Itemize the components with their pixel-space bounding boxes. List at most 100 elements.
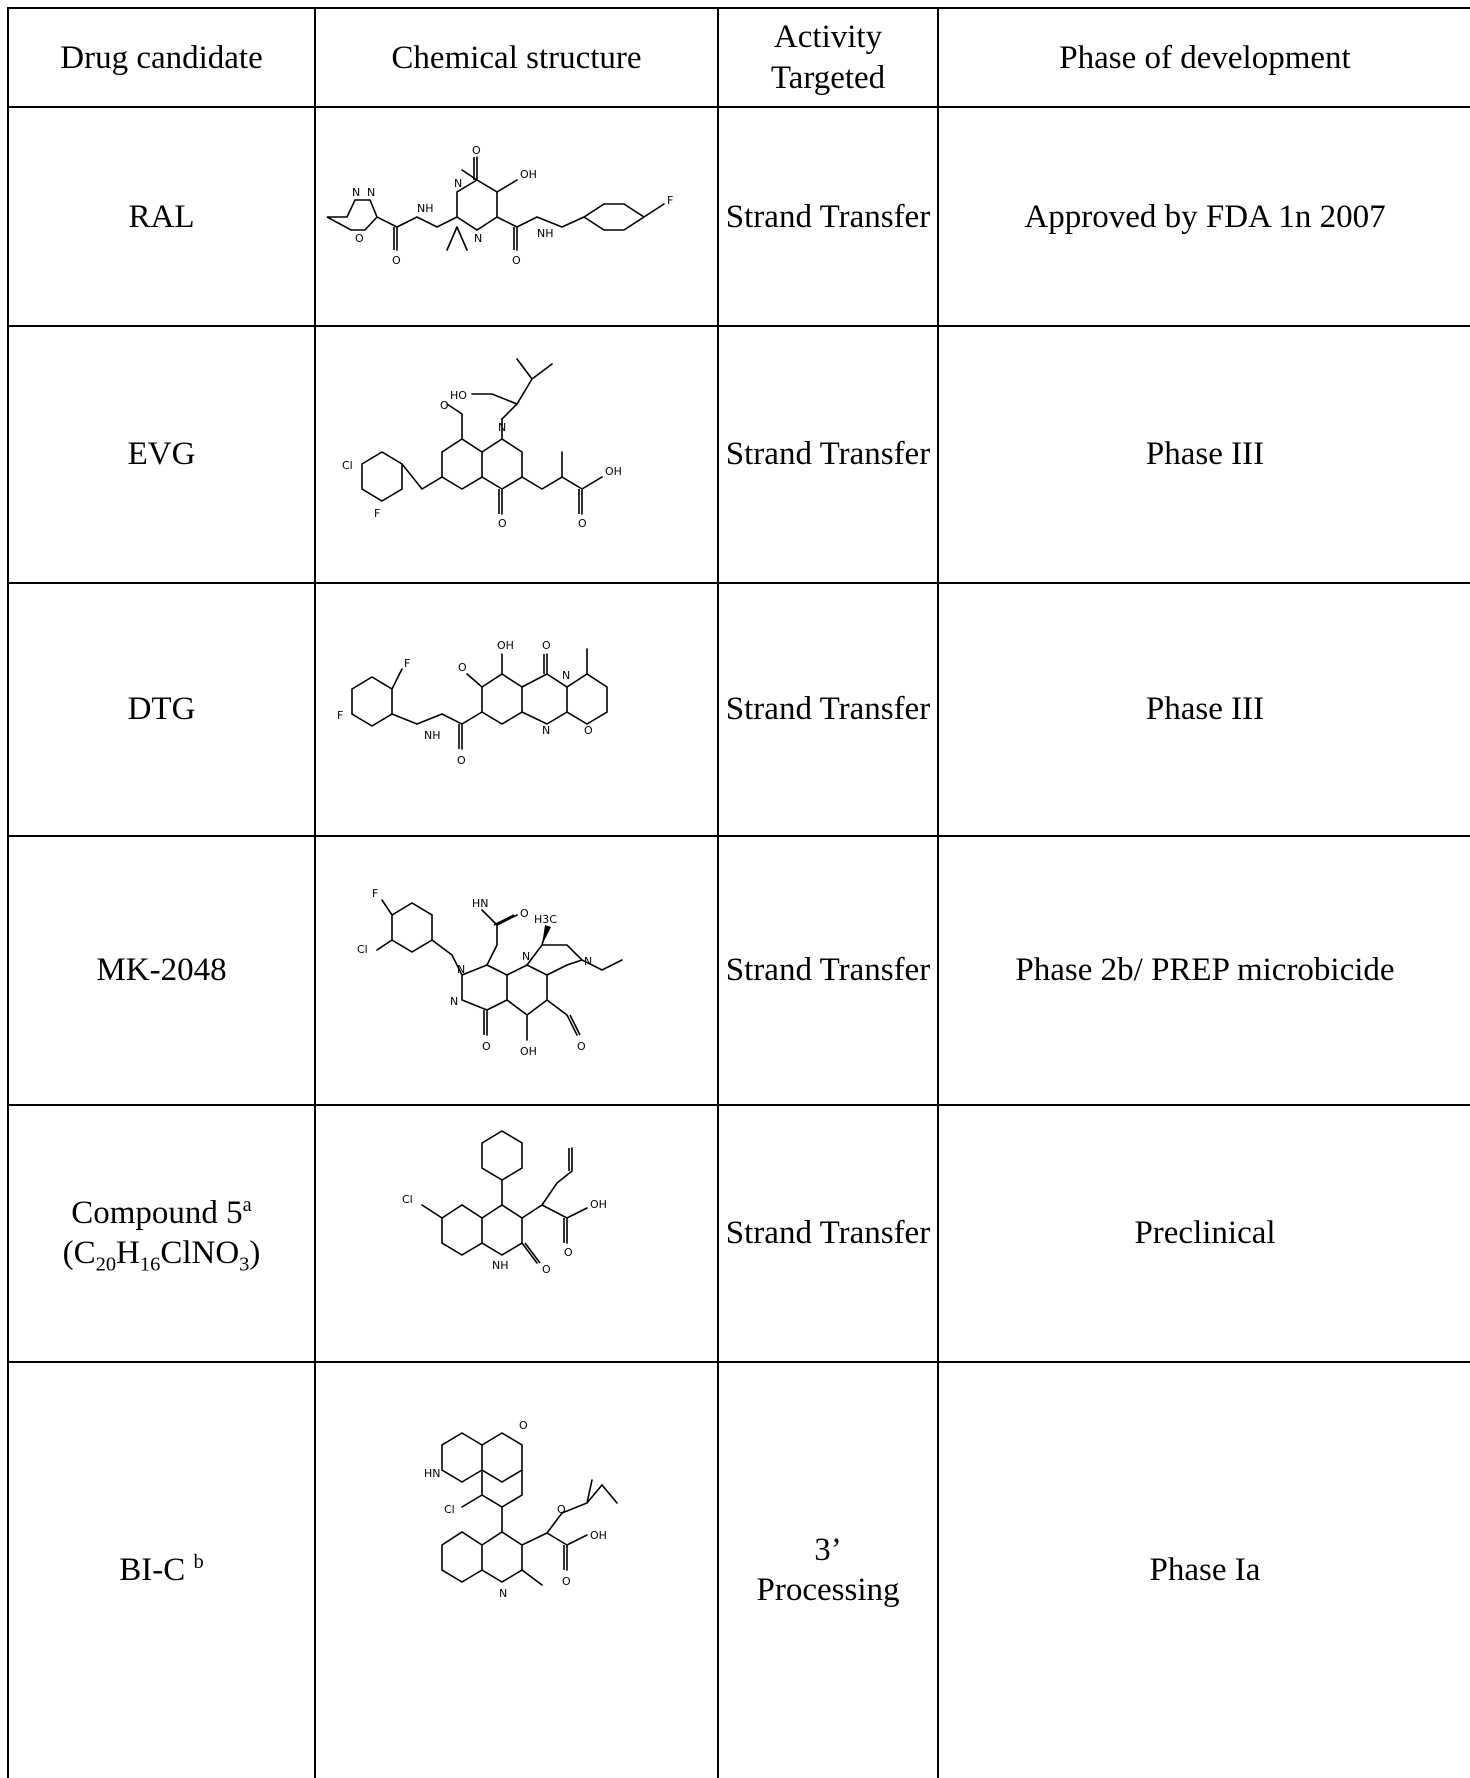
- table-row: BI-C b O HN Cl O OH O N 3’ Processing Ph…: [7, 1360, 1470, 1778]
- atom-label: H3C: [534, 913, 557, 926]
- activity-targeted: Strand Transfer: [717, 106, 939, 328]
- atom-label: F: [667, 194, 673, 207]
- header-chemical-structure: Chemical structure: [314, 6, 719, 109]
- atom-label: N: [454, 177, 462, 190]
- atom-label: N: [562, 669, 570, 682]
- atom-label: F: [337, 709, 343, 722]
- structure-cell: HN O H3C F Cl N N N N O OH O: [314, 834, 719, 1106]
- phase-of-development: Phase III: [937, 581, 1470, 837]
- atom-label: O: [578, 517, 587, 530]
- chemical-structure-bi-c: O HN Cl O OH O N: [424, 1419, 618, 1600]
- drug-name: MK-2048: [7, 834, 316, 1106]
- atom-label: O: [457, 754, 466, 767]
- atom-label: HN: [472, 897, 489, 910]
- atom-label: OH: [590, 1529, 607, 1542]
- drug-table: Drug candidate Chemical structure Activi…: [7, 6, 1470, 1778]
- atom-label: O: [542, 639, 551, 652]
- phase-of-development: Approved by FDA 1n 2007: [937, 106, 1470, 328]
- drug-name: RAL: [7, 106, 316, 328]
- activity-targeted: Strand Transfer: [717, 834, 939, 1106]
- atom-label: O: [355, 232, 364, 245]
- atom-label: N: [457, 963, 465, 976]
- atom-label: Cl: [402, 1193, 413, 1206]
- atom-label: O: [458, 661, 467, 674]
- chemical-structure-mk2048: HN O H3C F Cl N N N N O OH O: [357, 887, 623, 1058]
- atom-label: HN: [424, 1467, 441, 1480]
- atom-label: N: [542, 724, 550, 737]
- atom-label: N: [498, 421, 506, 434]
- drug-name: EVG: [7, 325, 316, 584]
- atom-label: NH: [537, 227, 554, 240]
- phase-of-development: Phase III: [937, 325, 1470, 584]
- atom-label: N: [474, 232, 482, 245]
- footnote-marker: a: [242, 1193, 252, 1216]
- atom-label: NH: [492, 1259, 509, 1272]
- activity-targeted: Strand Transfer: [717, 1103, 939, 1363]
- atom-label: O: [482, 1040, 491, 1053]
- activity-targeted: 3’ Processing: [717, 1360, 939, 1778]
- atom-label: F: [404, 657, 410, 670]
- atom-label: N: [367, 186, 375, 199]
- atom-label: O: [392, 254, 401, 267]
- atom-label: OH: [520, 1045, 537, 1058]
- structure-cell: F F NH O OH O N O N O: [314, 581, 719, 837]
- drug-name-cell: BI-C b: [7, 1360, 316, 1778]
- atom-label: OH: [590, 1198, 607, 1211]
- chemical-structure-evg: HO O N Cl F O O OH: [342, 358, 622, 530]
- atom-label: O: [577, 1040, 586, 1053]
- phase-of-development: Phase 2b/ PREP microbicide: [937, 834, 1470, 1106]
- drug-name: Compound 5: [71, 1194, 243, 1231]
- phase-of-development: Phase Ia: [937, 1360, 1470, 1778]
- structure-cell: Cl OH O NH O: [314, 1103, 719, 1363]
- atom-label: HO: [450, 389, 467, 402]
- atom-label: OH: [520, 168, 537, 181]
- table-row: Compound 5a (C20H16ClNO3) Cl OH O NH O S…: [7, 1103, 1470, 1363]
- atom-label: O: [557, 1503, 566, 1516]
- structure-cell: O HN Cl O OH O N: [314, 1360, 719, 1778]
- header-drug-candidate: Drug candidate: [7, 6, 316, 109]
- activity-targeted: Strand Transfer: [717, 325, 939, 584]
- atom-label: N: [584, 955, 592, 968]
- atom-label: N: [499, 1587, 507, 1600]
- activity-targeted: Strand Transfer: [717, 581, 939, 837]
- atom-label: NH: [417, 202, 434, 215]
- atom-label: O: [584, 724, 593, 737]
- atom-label: O: [542, 1263, 551, 1276]
- atom-label: O: [440, 399, 449, 412]
- atom-label: F: [372, 887, 378, 900]
- atom-label: O: [512, 254, 521, 267]
- footnote-marker: b: [193, 1551, 204, 1574]
- phase-of-development: Preclinical: [937, 1103, 1470, 1363]
- table-row: RAL N N O NH N N O O OH NH O F Strand Tr: [7, 106, 1470, 328]
- atom-label: F: [374, 507, 380, 520]
- table-row: DTG F F NH O OH O N O N O Strand Transfe…: [7, 581, 1470, 837]
- drug-formula: (C20H16ClNO3): [62, 1235, 261, 1276]
- header-row: Drug candidate Chemical structure Activi…: [7, 6, 1470, 109]
- drug-name: BI-C: [119, 1552, 186, 1589]
- atom-label: O: [519, 1419, 528, 1432]
- atom-label: O: [520, 907, 529, 920]
- chemical-structure-compound-5: Cl OH O NH O: [402, 1130, 607, 1276]
- drug-name: DTG: [7, 581, 316, 837]
- atom-label: N: [352, 186, 360, 199]
- atom-label: Cl: [342, 459, 353, 472]
- atom-label: O: [562, 1575, 571, 1588]
- chemical-structure-ral: N N O NH N N O O OH NH O F: [326, 144, 673, 267]
- chemical-structure-dtg: F F NH O OH O N O N O: [337, 639, 608, 767]
- drug-name-cell: Compound 5a (C20H16ClNO3): [7, 1103, 316, 1363]
- atom-label: Cl: [444, 1503, 455, 1516]
- table-row: EVG HO O N Cl F O O OH Strand Transfer P…: [7, 325, 1470, 584]
- atom-label: O: [498, 517, 507, 530]
- atom-label: NH: [424, 729, 441, 742]
- atom-label: N: [450, 995, 458, 1008]
- structure-cell: HO O N Cl F O O OH: [314, 325, 719, 584]
- atom-label: O: [472, 144, 481, 157]
- header-phase-of-development: Phase of development: [937, 6, 1470, 109]
- structure-cell: N N O NH N N O O OH NH O F: [314, 106, 719, 328]
- atom-label: OH: [497, 639, 514, 652]
- header-activity-targeted: Activity Targeted: [717, 6, 939, 109]
- table-row: MK-2048 HN O H3C F Cl N N N N O OH O Str: [7, 834, 1470, 1106]
- atom-label: N: [522, 950, 530, 963]
- atom-label: OH: [605, 465, 622, 478]
- atom-label: O: [564, 1246, 573, 1259]
